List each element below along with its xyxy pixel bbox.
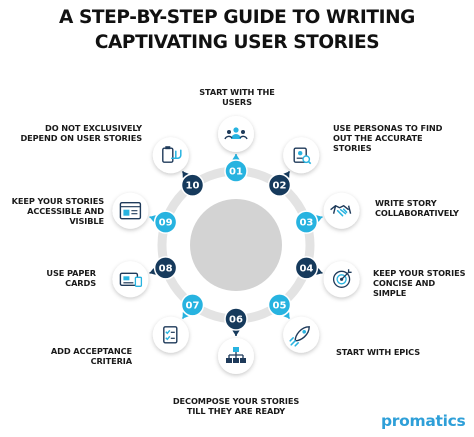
step-01-arrowhead: [232, 154, 240, 160]
step-05-icon-circle: [283, 316, 320, 353]
step-03-number: 03: [299, 218, 313, 229]
step-07-number: 07: [186, 301, 200, 312]
idea-target-icon: [323, 261, 360, 298]
step-06-arrowhead: [232, 330, 240, 336]
handshake-icon: [323, 192, 360, 229]
step-09-icon-circle: [112, 192, 149, 229]
step-07-icon-circle: [152, 316, 189, 353]
hierarchy-icon: [218, 338, 254, 374]
step-03-arrowhead: [316, 215, 323, 223]
step-03-badge: [294, 210, 319, 234]
step-09-number: 09: [159, 218, 173, 229]
step-09-badge: [153, 210, 178, 234]
step-01-badge: [224, 159, 248, 183]
step-08-label: USE PAPER CARDS: [46, 268, 96, 288]
step-04-badge: [294, 256, 319, 280]
step-01-number: 01: [229, 167, 243, 178]
step-06-number: 06: [229, 315, 243, 326]
rocket-icon: [283, 316, 320, 353]
step-02-arrowhead: [283, 171, 290, 178]
step-02-badge: [267, 173, 292, 197]
users-group-icon: [218, 116, 254, 152]
step-02-number: 02: [273, 181, 287, 192]
step-04-number: 04: [299, 264, 313, 275]
paper-card-icon: [112, 261, 149, 298]
clipboard-hand-icon: [152, 137, 189, 174]
checklist-icon: [152, 316, 189, 353]
step-07-label: ADD ACCEPTANCE CRITERIA: [50, 346, 132, 366]
step-08-badge: [153, 256, 178, 280]
step-05-number: 05: [273, 301, 287, 312]
persona-card-icon: [283, 137, 320, 174]
step-05-label: START WITH EPICS: [336, 347, 421, 357]
step-02-icon-circle: [283, 137, 320, 174]
browser-window-icon: [112, 192, 149, 229]
step-08-number: 08: [159, 264, 173, 275]
step-06-label: DECOMPOSE YOUR STORIES TILL THEY ARE REA…: [172, 396, 300, 416]
step-10-label: DO NOT EXCLUSIVELY DEPEND ON USER STORIE…: [20, 123, 142, 143]
step-08-arrowhead: [149, 267, 156, 275]
title-line-2: CAPTIVATING USER STORIES: [94, 32, 380, 53]
center-disc: [190, 199, 282, 291]
step-01-label: START WITH THE USERS: [199, 87, 275, 107]
step-05-badge: [267, 293, 292, 317]
step-10-icon-circle: [152, 137, 189, 174]
step-09-label: KEEP YOUR STORIES ACCESSIBLE AND VISIBLE: [11, 196, 104, 226]
step-04-arrowhead: [316, 267, 323, 275]
step-03-label: WRITE STORY COLLABORATIVELY: [375, 198, 459, 218]
title-line-1: A STEP-BY-STEP GUIDE TO WRITING: [59, 7, 415, 28]
step-04-label: KEEP YOUR STORIES CONCISE AND SIMPLE: [373, 268, 466, 298]
step-10-badge: [180, 173, 205, 197]
step-07-badge: [180, 293, 205, 317]
step-10-number: 10: [186, 181, 200, 192]
step-09-arrowhead: [149, 215, 156, 223]
step-05-arrowhead: [283, 312, 290, 319]
step-06-badge: [224, 307, 248, 331]
step-02-label: USE PERSONAS TO FIND OUT THE ACCURATE ST…: [333, 123, 443, 153]
step-07-arrowhead: [182, 312, 189, 319]
promatics-logo: promatics: [381, 412, 466, 430]
step-08-icon-circle: [112, 261, 149, 298]
step-10-arrowhead: [182, 171, 189, 178]
